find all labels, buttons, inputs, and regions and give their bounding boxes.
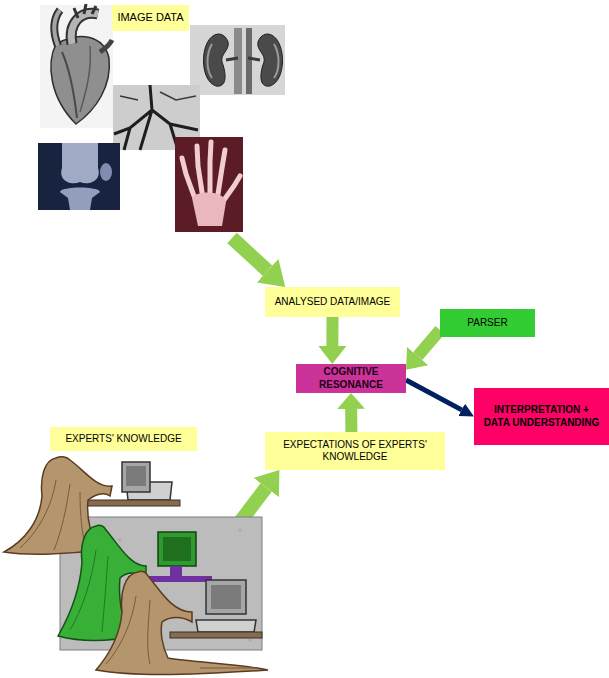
- kidney-image-part: [246, 28, 252, 94]
- box-text: ANALYSED DATA/IMAGE: [275, 296, 391, 309]
- experts-cartoon-part: [196, 620, 256, 632]
- knee-xray-image: [38, 143, 120, 210]
- parser-box: PARSER: [440, 309, 535, 337]
- experts-cartoon-part: [170, 632, 262, 638]
- heart-image: [40, 4, 113, 128]
- heart-image-part: [100, 40, 112, 52]
- hand-xray-image: [175, 137, 243, 232]
- experts-cartoon-part-part: [119, 539, 122, 542]
- kidney-image-part: [258, 34, 283, 86]
- experts-cartoon-part: [163, 537, 191, 561]
- hand-xray-image-part: [192, 192, 226, 226]
- box-text: PARSER: [467, 317, 507, 330]
- hand-xray-image-part-part: [218, 150, 225, 194]
- kidney-image-part: [208, 44, 213, 78]
- flow-arrow: [345, 409, 357, 432]
- heart-image-part: [74, 4, 96, 18]
- hand-xray-image-part-part: [182, 158, 194, 196]
- experts-cartoon-part: [70, 550, 108, 632]
- kidney-image-part: [203, 34, 228, 86]
- experts-cartoon-part-part: [249, 639, 252, 642]
- flow-arrow: [326, 317, 338, 346]
- knee-xray-image-part: [100, 163, 112, 181]
- experts-cartoon-part: [106, 596, 258, 668]
- kidney-image-part: [190, 25, 285, 95]
- experts-cartoon-part: [126, 466, 146, 486]
- kidney-image-part: [226, 58, 260, 60]
- heart-image-part: [71, 13, 98, 44]
- hand-xray-image-part: [175, 137, 243, 232]
- box-text: EXPECTATIONS OF EXPERTS' KNOWLEDGE: [273, 439, 437, 464]
- heart-image-part: [40, 5, 113, 128]
- heart-image-part: [71, 13, 98, 44]
- knee-xray-image-part: [60, 188, 100, 211]
- heart-image-part: [80, 46, 90, 112]
- kidney-image-part: [274, 44, 279, 78]
- box-text: INTERPRETATION + DATA UNDERSTANDING: [480, 404, 603, 429]
- label-box: EXPERTS' KNOWLEDGE: [50, 427, 197, 451]
- flow-arrow: [406, 380, 462, 410]
- experts-cartoon-part: [85, 500, 180, 506]
- experts-cartoon-part: [158, 532, 196, 566]
- core-box: COGNITIVE RESONANCE: [296, 364, 406, 393]
- experts-cartoon-part: [96, 571, 268, 674]
- process-box: EXPECTATIONS OF EXPERTS' KNOWLEDGE: [265, 432, 445, 470]
- experts-cartoon-part: [211, 585, 241, 609]
- experts-cartoon-part: [122, 462, 150, 492]
- heart-image-part: [54, 10, 60, 46]
- flow-arrow: [197, 441, 266, 522]
- box-text: EXPERTS' KNOWLEDGE: [65, 433, 181, 446]
- heart-image-part: [62, 52, 77, 118]
- heart-image-part: [54, 10, 60, 46]
- experts-cartoon-part: [206, 580, 246, 614]
- result-box: INTERPRETATION + DATA UNDERSTANDING: [474, 388, 609, 445]
- hand-xray-image-part-part: [210, 142, 211, 192]
- hand-xray-image-part: [182, 142, 240, 200]
- flow-arrow: [418, 330, 440, 356]
- kidney-image-part: [234, 28, 242, 94]
- kidney-image: [190, 25, 285, 95]
- label-box: IMAGE DATA: [112, 5, 189, 31]
- hand-xray-image-part-part: [224, 176, 240, 200]
- box-text: IMAGE DATA: [117, 11, 183, 25]
- knee-xray-image-part: [38, 143, 120, 210]
- experts-cartoon-part-part: [239, 529, 242, 532]
- process-box: ANALYSED DATA/IMAGE: [265, 287, 400, 317]
- experts-cartoon: [4, 457, 268, 675]
- box-text: COGNITIVE RESONANCE: [302, 366, 400, 391]
- knee-xray-image-part: [61, 143, 99, 183]
- hand-xray-image-part-part: [197, 146, 202, 192]
- experts-cartoon-part: [20, 480, 86, 550]
- experts-cartoon-part: [170, 566, 182, 576]
- angiogram-image-part: [120, 92, 196, 100]
